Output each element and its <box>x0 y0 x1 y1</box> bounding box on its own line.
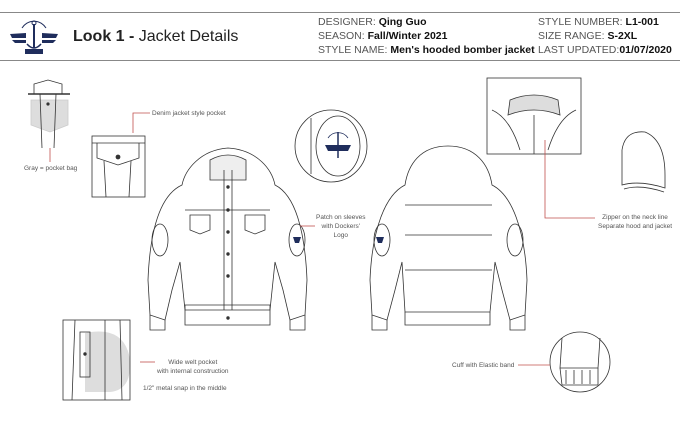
style-info-left: DESIGNER: Qing Guo SEASON: Fall/Winter 2… <box>318 16 535 56</box>
neck-zipper-detail <box>486 77 582 155</box>
header-bottom-rule <box>0 60 680 61</box>
page-title: Look 1 - Jacket Details <box>73 28 239 45</box>
style-info-right: STYLE NUMBER: L1-001 SIZE RANGE: S-2XL L… <box>538 16 672 56</box>
welt-pocket-detail <box>62 319 131 401</box>
hood-detail <box>621 131 666 193</box>
denim-pocket-label: Denim jacket style pocket <box>152 110 226 117</box>
pocket-bag-label: Gray = pocket bag <box>24 165 78 172</box>
callout-lines <box>49 112 595 366</box>
season-value: Fall/Winter 2021 <box>367 30 448 42</box>
patch-label: Patch on sleeves with Dockers' Logo <box>316 214 366 239</box>
cuff-label: Cuff with Elastic band <box>452 362 515 369</box>
style-name-value: Men's hooded bomber jacket <box>390 44 535 56</box>
designer-value: Qing Guo <box>378 16 427 28</box>
size-range-value: S-2XL <box>607 30 638 42</box>
denim-pocket-sketch <box>91 135 146 198</box>
sleeve-logo-detail <box>294 109 368 183</box>
cuff-detail <box>549 331 611 393</box>
pocket-bag-sketch <box>28 79 70 149</box>
back-jacket-sketch <box>369 145 528 331</box>
dockers-logo <box>10 20 58 54</box>
front-jacket-sketch <box>147 147 308 331</box>
welt-pocket-label: Wide welt pocket with internal construct… <box>157 359 229 375</box>
header-top-rule <box>0 12 680 13</box>
zipper-label: Zipper on the neck line Separate hood an… <box>598 214 673 230</box>
last-updated-value: 01/07/2020 <box>619 44 672 56</box>
snap-label: 1/2" metal snap in the middle <box>143 385 227 392</box>
style-number-value: L1-001 <box>625 16 659 28</box>
